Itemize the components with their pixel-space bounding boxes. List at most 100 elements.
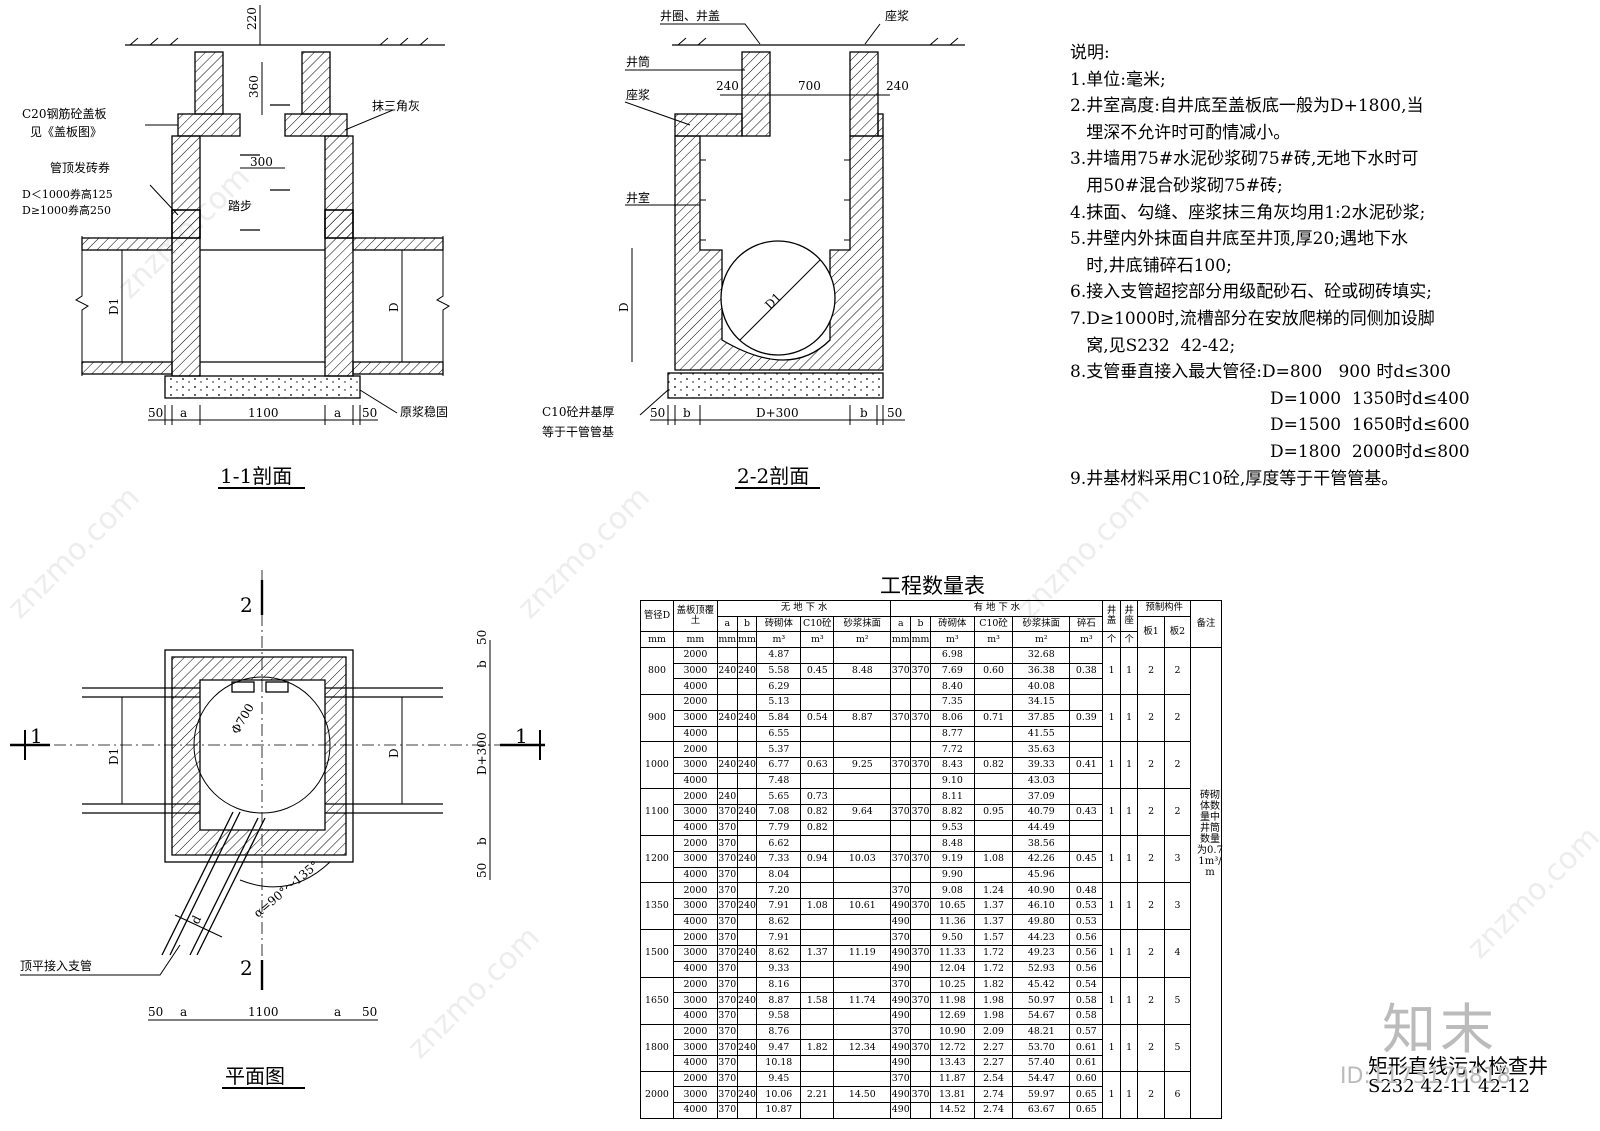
table-cell: 5 (1163, 976, 1192, 1025)
table-cell: 8.48 (929, 835, 975, 852)
table-cell (973, 741, 1014, 758)
table-cell (910, 882, 931, 900)
table-cell: 40.79 (1012, 803, 1071, 821)
table-cell: 49.80 (1012, 913, 1071, 931)
table-cell: 1 (1119, 647, 1139, 696)
table-cell: 7.33 (756, 851, 802, 868)
table-cell (833, 976, 892, 994)
table-cell (890, 741, 912, 758)
th-precast: 预制构件 (1137, 600, 1192, 617)
label-mortar-top: 座浆 (885, 8, 909, 23)
table-cell: 6.29 (756, 678, 802, 696)
table-cell: 240 (736, 1039, 758, 1056)
table-cell: 2 (1137, 647, 1165, 696)
table-cell (890, 647, 912, 664)
th-unit: m³ (800, 631, 835, 649)
table-cell (910, 741, 931, 758)
table-cell: 1.98 (973, 1007, 1014, 1025)
table-cell: 0.56 (1069, 929, 1104, 947)
table-cell: 0.54 (800, 709, 835, 727)
table-cell: 2 (1137, 1023, 1165, 1072)
dim-right: 50 (475, 863, 489, 878)
table-cell (910, 960, 931, 978)
table-cell: 1.72 (973, 960, 1014, 978)
table-cell (910, 929, 931, 947)
table-cell: 45.96 (1012, 866, 1071, 884)
table-cell: 3000 (672, 945, 718, 962)
table-cell: 4000 (672, 1007, 718, 1025)
table-cell (890, 725, 912, 743)
table-cell: 10.25 (929, 976, 975, 994)
section-2-2 (624, 23, 965, 489)
th-unit: mm (716, 631, 738, 649)
table-cell: 9.08 (929, 882, 975, 900)
table-cell: 4000 (672, 725, 718, 743)
table-cell: 13.81 (929, 1086, 975, 1103)
table-cell: 0.65 (1069, 1086, 1104, 1103)
dim-d1: D1 (107, 748, 121, 765)
table-cell: 2000 (672, 1023, 718, 1041)
table-cell: 370 (716, 1007, 738, 1025)
label-slab-ref: 见《盖板图》 (30, 125, 102, 139)
table-cell: 49.23 (1012, 945, 1071, 962)
table-cell: 7.91 (756, 898, 802, 915)
dim-bottom: 50 (650, 406, 665, 420)
table-cell: 2.54 (973, 1070, 1014, 1088)
table-cell: 370 (910, 1086, 931, 1103)
table-cell: 1 (1119, 835, 1139, 884)
table-cell (736, 741, 758, 758)
table-cell: 4000 (672, 772, 718, 790)
table-cell: 3 (1163, 882, 1192, 931)
table-cell (800, 1007, 835, 1025)
table-cell (716, 741, 738, 758)
table-cell: 3000 (672, 1086, 718, 1103)
table-cell: 240 (736, 709, 758, 727)
table-cell: 9.50 (929, 929, 975, 947)
table-cell: 5 (1163, 1023, 1192, 1072)
table-cell: 5.65 (756, 788, 802, 805)
table-cell: 370 (716, 835, 738, 852)
table-cell: 490 (890, 1039, 912, 1056)
table-cell: 0.82 (800, 819, 835, 837)
table-cell: 10.18 (756, 1054, 802, 1072)
table-cell: 4000 (672, 1102, 718, 1119)
label-arch: 管顶发砖券 (50, 160, 110, 175)
section-2-2-labels: 井圈、井盖 座浆 井筒 座浆 井室 240 700 240 D D1 C10砼井… (542, 8, 909, 488)
table-cell: 490 (890, 913, 912, 931)
table-cell: 370 (716, 803, 738, 821)
table-cell (736, 866, 758, 884)
remark-cell (1190, 647, 1222, 1119)
table-cell: 370 (716, 976, 738, 994)
table-cell: 240 (736, 662, 758, 680)
label-base-2: 等于干管管基 (542, 424, 614, 439)
table-cell: 7.72 (929, 741, 975, 758)
table-cell (1069, 678, 1104, 696)
table-cell (716, 725, 738, 743)
table-cell: 370 (890, 1070, 912, 1088)
table-cell: 370 (716, 1070, 738, 1088)
table-cell: 0.41 (1069, 756, 1104, 774)
th-pipe: 管径D (640, 599, 674, 633)
table-cell: 900 (640, 694, 674, 743)
dim-bottom: a (334, 1005, 341, 1019)
table-cell: 44.23 (1012, 929, 1071, 947)
table-cell: 43.03 (1012, 772, 1071, 790)
table-cell: 1.24 (973, 882, 1014, 900)
table-cell: 8.87 (756, 992, 802, 1009)
table-cell (910, 1023, 931, 1041)
table-cell: 240 (716, 709, 738, 727)
table-cell (833, 678, 892, 696)
table-cell: 52.93 (1012, 960, 1071, 978)
table-cell (736, 1007, 758, 1025)
table-cell: 0.61 (1069, 1054, 1104, 1072)
table-cell: 370 (716, 851, 738, 868)
table-cell (736, 929, 758, 947)
table-cell: 40.08 (1012, 678, 1071, 696)
